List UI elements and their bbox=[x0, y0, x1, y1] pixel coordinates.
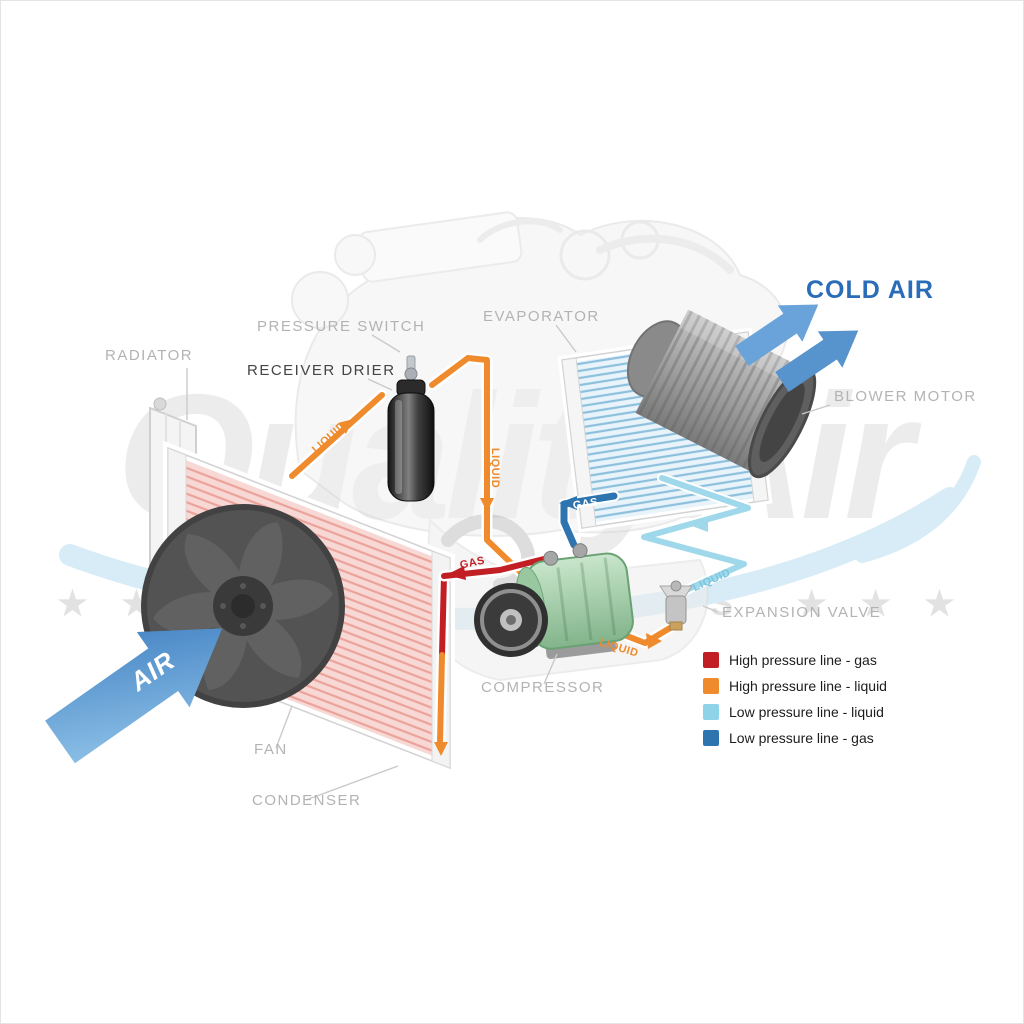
line-low-pressure-gas bbox=[558, 490, 620, 551]
cold-air-arrows bbox=[735, 304, 859, 392]
flow-label-gas-high: GAS bbox=[459, 555, 486, 572]
line-low-pressure-liquid bbox=[639, 473, 753, 595]
arrow-liquid-down bbox=[480, 498, 494, 512]
condenser-internal-line bbox=[434, 570, 450, 748]
watermark-stars-right: ★ ★ ★ bbox=[796, 585, 967, 623]
label-expansion-valve: EXPANSION VALVE bbox=[722, 604, 881, 621]
flow-label-gas-low: GAS bbox=[572, 496, 599, 512]
legend: High pressure line - gas High pressure l… bbox=[703, 649, 887, 748]
label-receiver-drier: RECEIVER DRIER bbox=[247, 362, 396, 379]
arrow-low-gas bbox=[559, 496, 577, 510]
legend-swatch-low-gas bbox=[703, 729, 719, 746]
flow-label-liquid-down: LIQUID bbox=[489, 448, 501, 488]
legend-label-low-gas: Low pressure line - gas bbox=[729, 729, 874, 746]
arrow-liquid-to-valve bbox=[646, 633, 662, 649]
legend-swatch-high-liquid bbox=[703, 677, 719, 694]
compressor-pulley bbox=[474, 583, 548, 657]
line-high-pressure-gas bbox=[438, 552, 554, 582]
leader-lines bbox=[186, 324, 831, 801]
arrow-low-liquid bbox=[692, 520, 708, 532]
legend-row-high-liquid: High pressure line - liquid bbox=[703, 675, 887, 696]
arrow-liquid-to-drier bbox=[338, 419, 353, 434]
label-evaporator: EVAPORATOR bbox=[483, 308, 600, 325]
legend-swatch-low-liquid bbox=[703, 703, 719, 720]
legend-row-low-liquid: Low pressure line - liquid bbox=[703, 701, 887, 722]
line-high-pressure-liquid-inlet bbox=[286, 389, 388, 482]
legend-swatch-high-gas bbox=[703, 651, 719, 668]
label-pressure-switch: PRESSURE SWITCH bbox=[257, 318, 425, 335]
arrow-high-gas bbox=[446, 566, 466, 580]
label-compressor: COMPRESSOR bbox=[481, 679, 604, 696]
cold-air-label: COLD AIR bbox=[806, 276, 934, 304]
arrow-condenser-outlet bbox=[434, 742, 448, 756]
legend-label-high-liquid: High pressure line - liquid bbox=[729, 677, 887, 694]
label-fan: FAN bbox=[254, 741, 288, 758]
label-radiator: RADIATOR bbox=[105, 347, 193, 364]
legend-row-high-gas: High pressure line - gas bbox=[703, 649, 887, 670]
compressor bbox=[474, 543, 634, 660]
expansion-valve bbox=[659, 580, 693, 631]
label-condenser: CONDENSER bbox=[252, 792, 361, 809]
line-high-pressure-liquid-main bbox=[426, 352, 676, 649]
receiver-drier bbox=[387, 355, 435, 502]
legend-label-low-liquid: Low pressure line - liquid bbox=[729, 703, 884, 720]
legend-label-high-gas: High pressure line - gas bbox=[729, 651, 877, 668]
legend-row-low-gas: Low pressure line - gas bbox=[703, 727, 887, 748]
label-blower-motor: BLOWER MOTOR bbox=[834, 388, 977, 405]
